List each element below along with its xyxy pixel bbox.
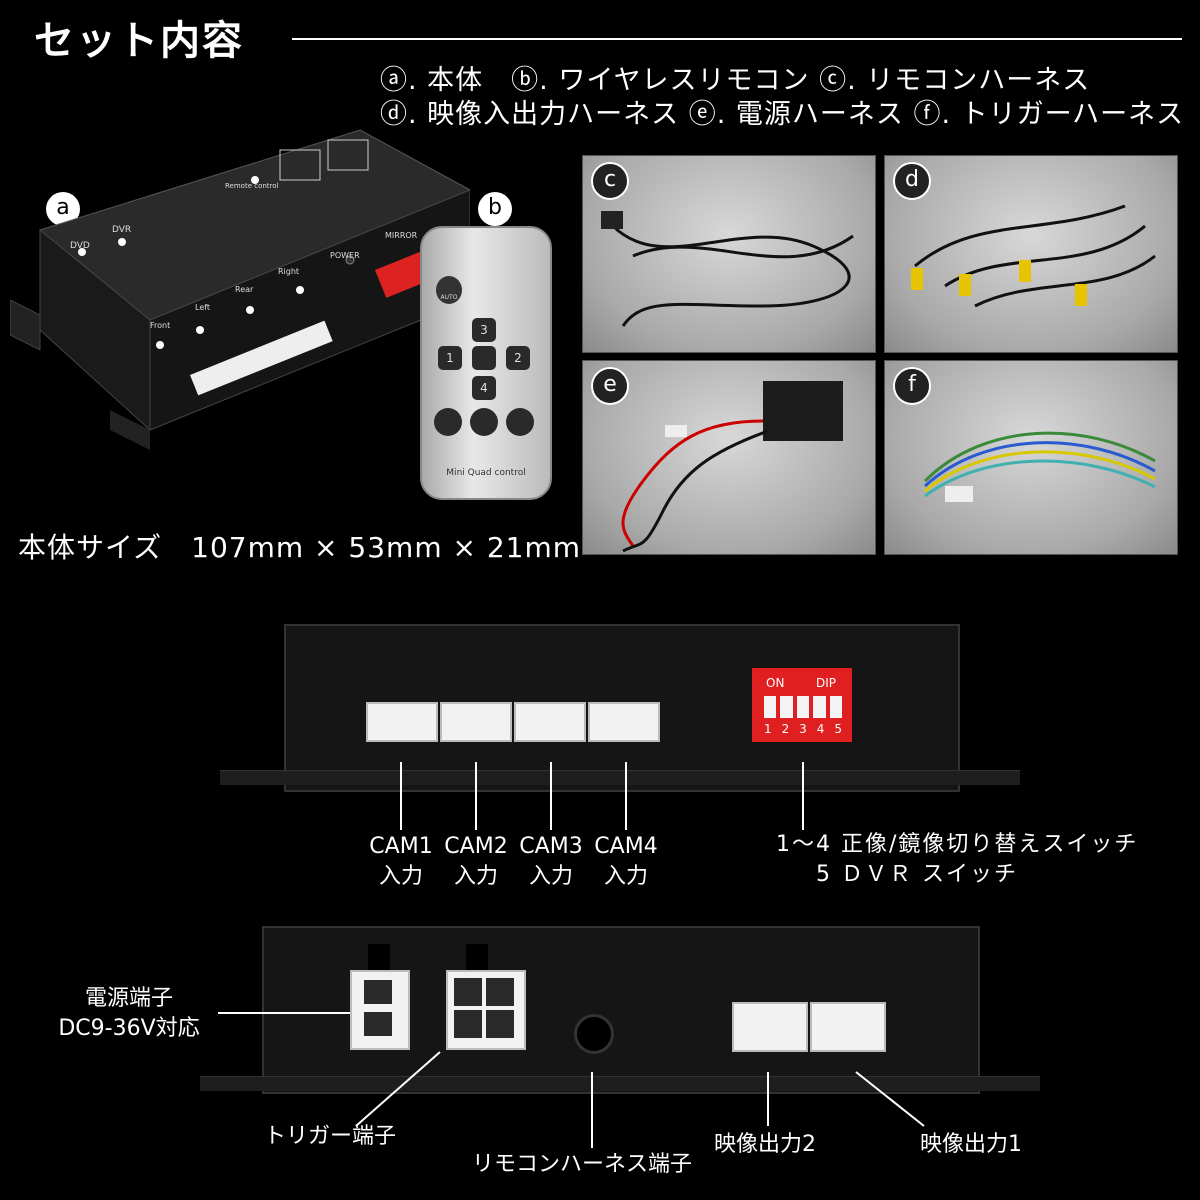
photo-remote-harness: c (582, 155, 876, 353)
video-out1-label: 映像出力1 (920, 1132, 1022, 1157)
cam1-leader (400, 762, 402, 830)
video-out1-connector (810, 1002, 886, 1052)
dip-label: DIP (816, 676, 837, 690)
remote-button-split-c (506, 408, 534, 436)
page-title: セット内容 (34, 18, 244, 64)
remote-button-4: 4 (472, 376, 496, 400)
trigger-terminal-label: トリガー端子 (264, 1124, 397, 1149)
cam4-connector (588, 702, 660, 742)
dip-on-label: ON (766, 676, 785, 690)
cam4-leader (625, 762, 627, 830)
power-leader (218, 1012, 350, 1014)
unit-label-power: POWER (330, 251, 360, 260)
video-out2-connector (732, 1002, 808, 1052)
contents-line-1: ⓐ. 本体 ⓑ. ワイヤレスリモコン ⓒ. リモコンハーネス (380, 65, 1091, 96)
unit-label-left: Left (195, 303, 210, 312)
switch-label-2: 5 ＤＶＲ スイッチ (816, 862, 1018, 887)
remote-button-1: 1 (438, 346, 462, 370)
unit-label-dvr: DVR (112, 225, 131, 235)
dip-number-4: 4 (816, 722, 825, 736)
switch-label-1: 1〜4 正像/鏡像切り替えスイッチ (776, 832, 1139, 857)
contents-line-2: ⓓ. 映像入出力ハーネス ⓔ. 電源ハーネス ⓕ. トリガーハーネス (380, 99, 1185, 130)
unit-label-right: Right (278, 267, 299, 276)
auto-button: AUTO (436, 276, 462, 304)
remote-button-split-a (434, 408, 462, 436)
badge-d: d (893, 162, 931, 200)
dip-number-3: 3 (799, 722, 807, 736)
dip-number-5: 5 (834, 722, 842, 736)
unit-label-rear: Rear (235, 285, 254, 294)
dip-leader (802, 762, 804, 830)
unit-label-front: Front (150, 321, 170, 330)
badge-a: a (46, 192, 80, 226)
cam2-leader (475, 762, 477, 830)
remote-button-quad (472, 346, 496, 370)
rear-panel-image (200, 926, 1040, 1094)
remote-harness-terminal-label: リモコンハーネス端子 (472, 1152, 693, 1177)
cam2-connector (440, 702, 512, 742)
power-port (350, 970, 410, 1050)
dip-number-2: 2 (781, 722, 790, 736)
dip-switch: ON DIP 1 2 3 4 5 (752, 668, 852, 742)
front-panel-image: ON DIP 1 2 3 4 5 (220, 620, 1020, 792)
unit-label-mirror: MIRROR (385, 231, 418, 240)
cam1-connector (366, 702, 438, 742)
video-out2-label: 映像出力2 (714, 1132, 816, 1157)
badge-b: b (478, 192, 512, 226)
remote-jack (574, 1014, 614, 1054)
cam3-leader (550, 762, 552, 830)
title-divider (292, 38, 1182, 40)
unit-label-dvd: DVD (70, 241, 90, 251)
remote-button-3: 3 (472, 318, 496, 342)
cam3-connector (514, 702, 586, 742)
badge-f: f (893, 367, 931, 405)
remote-image: AUTO 3 1 2 4 Mini Quad control (420, 226, 552, 500)
remote-model-label: Mini Quad control (446, 468, 526, 478)
remote-button-split-b (470, 408, 498, 436)
unit-label-remote: Remote control (225, 182, 279, 190)
main-unit-image: DVD DVR Remote control Front Left Rear R… (10, 129, 470, 450)
remote-button-2: 2 (506, 346, 530, 370)
photo-video-harness: d (884, 155, 1178, 353)
trigger-port (446, 970, 526, 1050)
badge-e: e (591, 367, 629, 405)
dip-number-1: 1 (764, 722, 772, 736)
photo-power-harness: e (582, 360, 876, 555)
unit-size: 本体サイズ 107mm × 53mm × 21mm (18, 531, 582, 564)
photo-trigger-harness: f (884, 360, 1178, 555)
badge-c: c (591, 162, 629, 200)
